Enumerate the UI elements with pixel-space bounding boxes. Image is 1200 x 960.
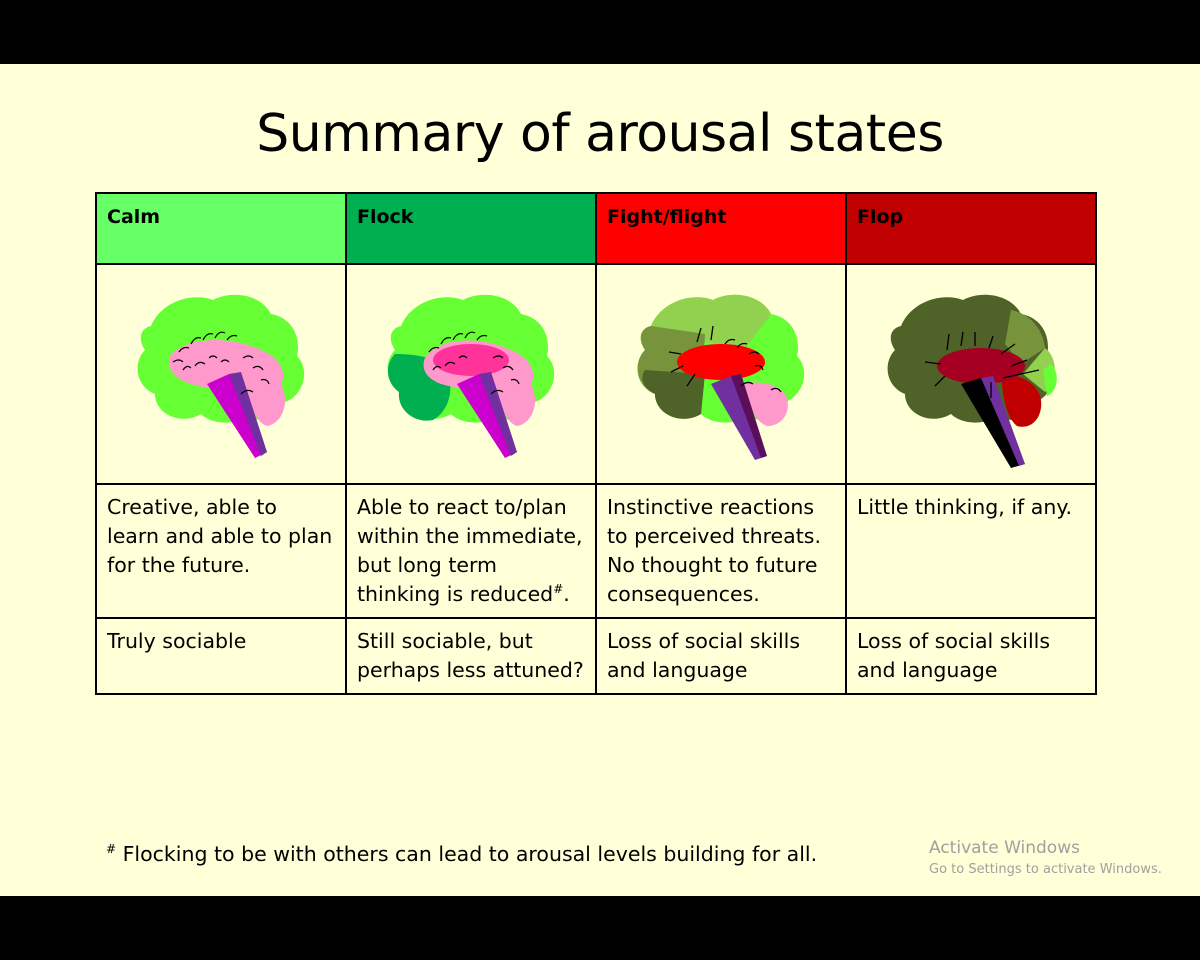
description-row: Creative, able to learn and able to plan… — [95, 483, 1097, 619]
social-calm: Truly sociable — [95, 617, 347, 695]
cell-image-calm — [95, 263, 347, 485]
social-flop: Loss of social skills and language — [845, 617, 1097, 695]
slide-title: Summary of arousal states — [256, 104, 944, 164]
description-flop: Little thinking, if any. — [845, 483, 1097, 619]
cell-image-flock — [345, 263, 597, 485]
cell-image-fight-flight — [595, 263, 847, 485]
header-flock: Flock — [345, 192, 597, 265]
activate-windows-watermark: Activate Windows Go to Settings to activ… — [929, 838, 1162, 877]
header-row: Calm Flock Fight/flight Flop — [95, 192, 1097, 265]
footnote: # Flocking to be with others can lead to… — [106, 842, 817, 866]
description-flock-text: Able to react to/plan within the immedia… — [357, 495, 583, 606]
watermark-line-2: Go to Settings to activate Windows. — [929, 862, 1162, 877]
brain-flop-icon — [887, 294, 1057, 468]
header-flop: Flop — [845, 192, 1097, 265]
brain-fight-flight-icon — [637, 294, 805, 460]
arousal-states-table: Calm Flock Fight/flight Flop — [95, 192, 1097, 695]
brain-flock-icon — [387, 294, 555, 458]
cell-image-flop — [845, 263, 1097, 485]
social-fight-flight: Loss of social skills and language — [595, 617, 847, 695]
header-fight-flight: Fight/flight — [595, 192, 847, 265]
watermark-line-1: Activate Windows — [929, 838, 1080, 858]
description-calm: Creative, able to learn and able to plan… — [95, 483, 347, 619]
brain-calm-icon — [137, 294, 305, 458]
social-flock: Still sociable, but perhaps less attuned… — [345, 617, 597, 695]
footnote-mark-symbol: # — [106, 842, 117, 857]
footnote-text: Flocking to be with others can lead to a… — [116, 842, 818, 866]
description-flock: Able to react to/plan within the immedia… — [345, 483, 597, 619]
social-row: Truly sociable Still sociable, but perha… — [95, 617, 1097, 695]
header-calm: Calm — [95, 192, 347, 265]
description-flock-end: . — [563, 582, 570, 606]
footnote-mark: # — [553, 582, 564, 597]
slide: Summary of arousal states Calm Flock Fig… — [0, 64, 1200, 896]
description-fight-flight: Instinctive reactions to perceived threa… — [595, 483, 847, 619]
image-row — [95, 263, 1097, 485]
